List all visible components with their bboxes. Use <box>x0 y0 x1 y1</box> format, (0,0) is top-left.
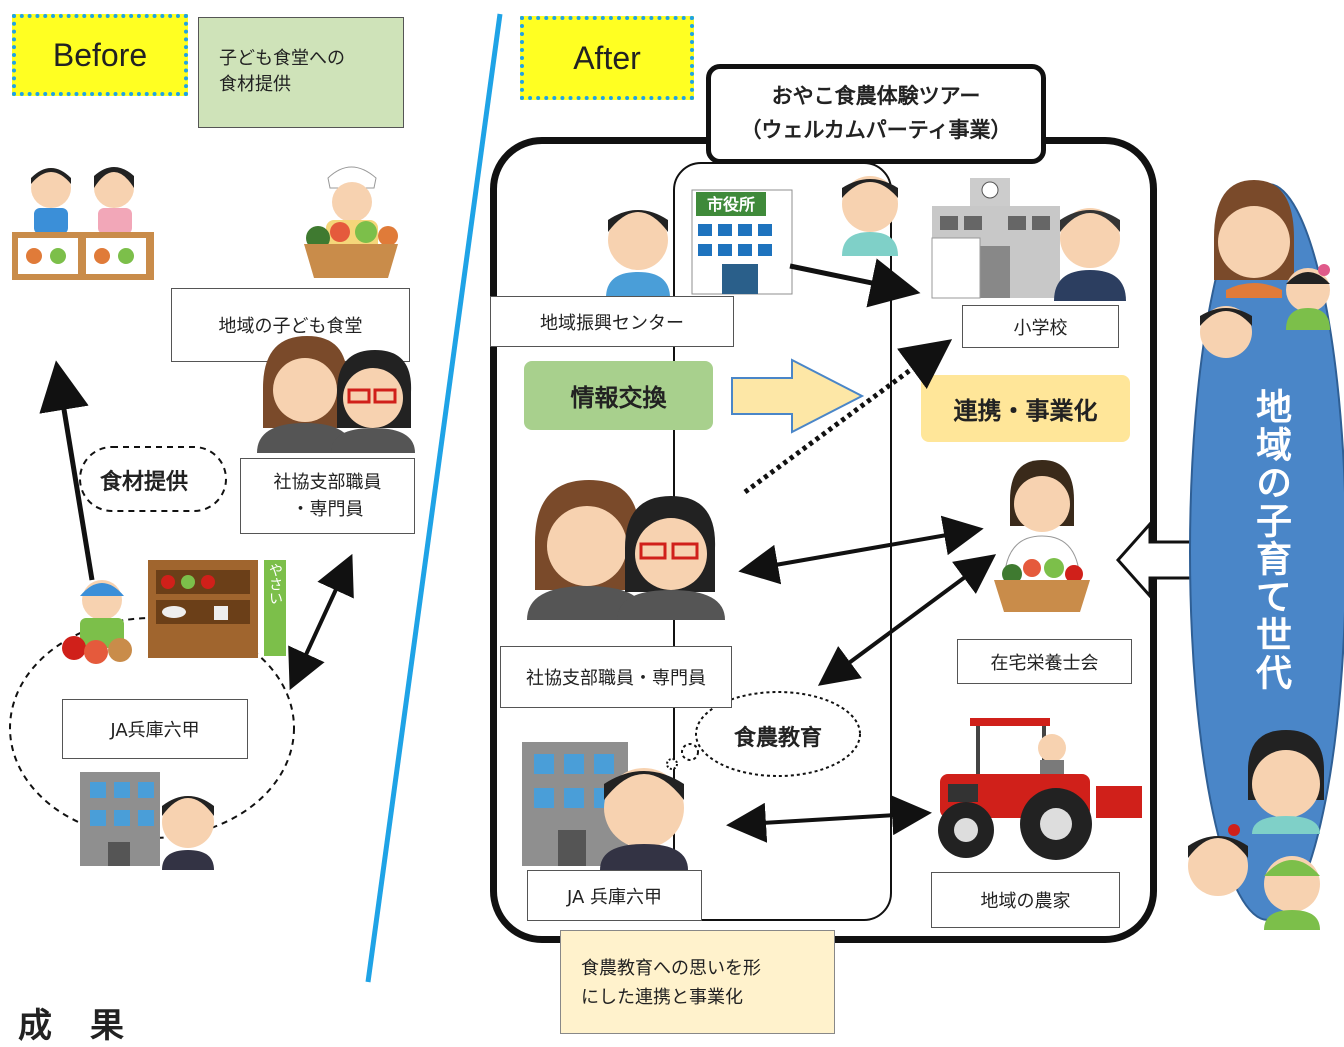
generation-family-bottom <box>1188 730 1324 930</box>
before-food-label-dashed <box>79 446 227 512</box>
before-label-ja: JA兵庫六甲 <box>62 699 248 759</box>
before-note: 子ども食堂への 食材提供 <box>198 17 404 128</box>
result-note: 食農教育への思いを形 にした連携と事業化 <box>560 930 835 1034</box>
tour-title-line1: おやこ食農体験ツアー <box>771 84 981 109</box>
after-label-farmer: 地域の農家 <box>931 872 1120 928</box>
after-ja-illustration <box>522 742 688 870</box>
before-label-shakyo-line1: 社協支部職員 <box>273 472 382 493</box>
vegetable-stand-illustration: やさい <box>62 560 286 664</box>
before-arrow-label: 食材提供 <box>100 470 189 495</box>
before-after-divider <box>365 13 503 983</box>
generation-label: 地域の子育て世代 <box>1250 388 1291 692</box>
ja-building-illustration <box>80 772 214 870</box>
result-note-line2: にした連携と事業化 <box>581 986 743 1008</box>
boy-illustration <box>842 176 898 256</box>
before-label-shakyo-line2: ・専門員 <box>291 499 364 520</box>
after-label-eiyoshi: 在宅栄養士会 <box>957 639 1132 684</box>
before-arrow-shakyo <box>288 553 354 691</box>
before-note-line2: 食材提供 <box>219 74 291 96</box>
before-note-line1: 子ども食堂への <box>219 48 345 69</box>
result-note-line1: 食農教育への思いを形 <box>581 958 761 979</box>
before-label-shakyo: 社協支部職員 ・専門員 <box>240 458 415 534</box>
generation-family-top <box>1200 180 1330 358</box>
after-label-center: 地域振興センター <box>490 296 734 347</box>
kids-eating-illustration <box>12 167 154 280</box>
city-hall-illustration: 市役所 <box>606 189 793 298</box>
education-label: 食農教育 <box>733 726 822 751</box>
collab-box: 連携・事業化 <box>921 375 1130 442</box>
after-label-shogakko: 小学校 <box>962 305 1119 348</box>
veg-sign-text: やさい <box>267 563 283 605</box>
arrow-cityhall-school <box>789 258 921 308</box>
education-cloud <box>695 691 861 777</box>
school-illustration <box>931 178 1126 301</box>
cook-illustration <box>304 166 398 278</box>
staff-women-illustration <box>257 336 415 453</box>
arrow-eiyoshi-shakyo-lower <box>817 554 997 686</box>
nutritionist-illustration <box>994 460 1090 612</box>
before-tag: Before <box>12 14 188 96</box>
after-label-shakyo: 社協支部職員・専門員 <box>500 646 732 708</box>
tour-title-box: おやこ食農体験ツアー （ウェルカムパーティ事業） <box>706 64 1046 164</box>
info-exchange-box: 情報交換 <box>524 361 713 430</box>
tour-title-line2: （ウェルカムパーティ事業） <box>740 118 1012 142</box>
info-block-arrow <box>731 358 865 434</box>
city-hall-sign: 市役所 <box>707 195 755 214</box>
after-label-ja: JA 兵庫六甲 <box>527 870 702 921</box>
after-tag: After <box>520 16 694 100</box>
dotted-arrow-shakyo-school <box>743 339 953 495</box>
after-staff-illustration <box>527 480 725 620</box>
before-arrow-up <box>39 360 95 581</box>
tractor-illustration <box>938 718 1142 860</box>
arrow-shakyo-eiyoshi <box>738 515 984 585</box>
arrow-ja-farmer <box>726 795 932 843</box>
